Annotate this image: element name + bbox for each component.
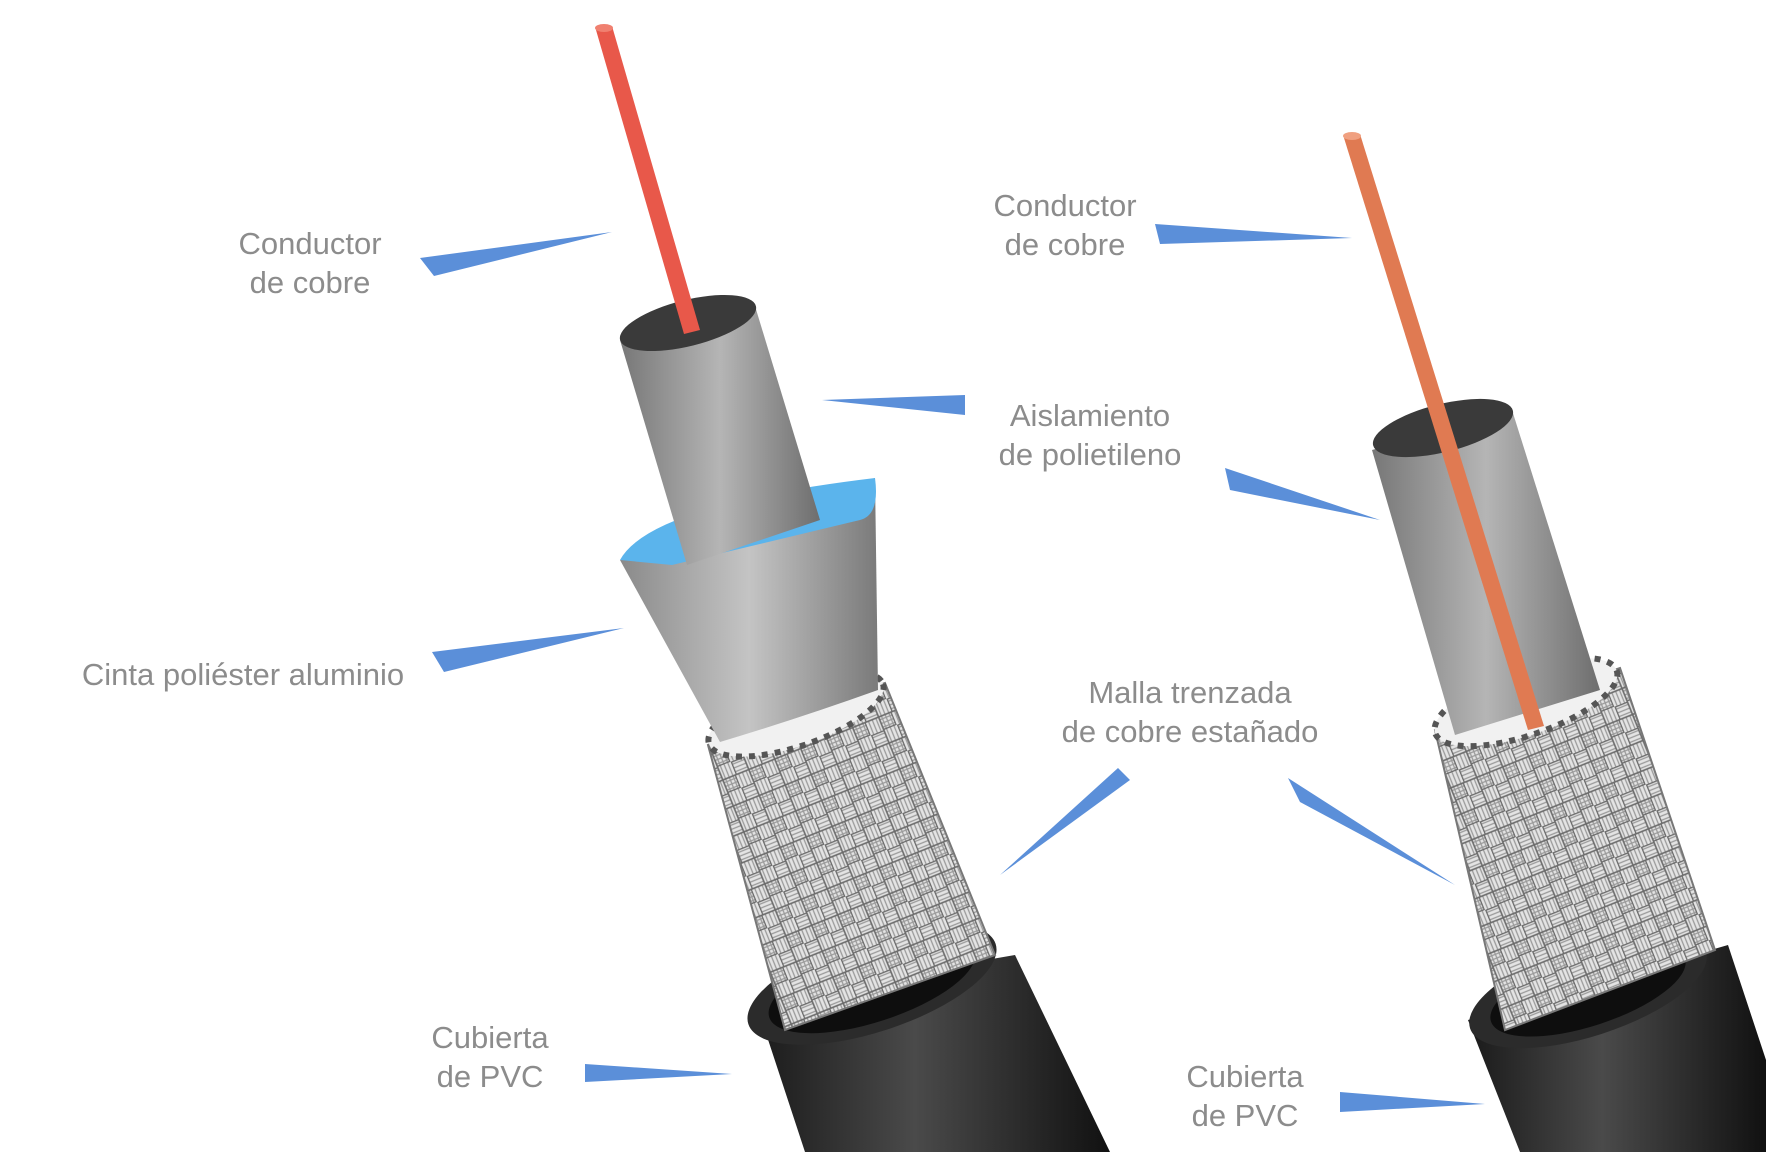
right-cable — [1155, 132, 1766, 1152]
label-insulation: Aislamiento de polietileno — [985, 396, 1195, 474]
label-line: Aislamiento — [1009, 398, 1171, 433]
label-line: de cobre — [249, 265, 371, 300]
label-line: de polietileno — [998, 437, 1182, 472]
label-line: Cubierta — [1186, 1059, 1304, 1094]
label-line: de PVC — [1191, 1098, 1299, 1133]
pointer-foil-tape — [432, 628, 624, 672]
left-cable — [420, 24, 1130, 1152]
label-line: de cobre — [1004, 227, 1126, 262]
pointer-right-insulation — [1225, 468, 1380, 520]
label-right-conductor: Conductor de cobre — [980, 186, 1150, 264]
label-line: Cinta poliéster aluminio — [81, 657, 405, 692]
pointer-left-jacket — [585, 1064, 732, 1082]
label-line: de cobre estañado — [1061, 714, 1319, 749]
pointer-left-conductor — [420, 232, 612, 276]
right-pvc-jacket — [1468, 945, 1766, 1152]
pointer-left-braid — [1000, 768, 1130, 875]
pointer-left-insulation — [822, 395, 965, 415]
pointer-right-conductor — [1155, 224, 1352, 244]
label-left-conductor: Conductor de cobre — [225, 224, 395, 302]
left-pe-insulation — [620, 306, 820, 565]
label-left-jacket: Cubierta de PVC — [410, 1018, 570, 1096]
label-line: Malla trenzada — [1088, 675, 1292, 710]
label-line: de PVC — [436, 1059, 544, 1094]
label-right-jacket: Cubierta de PVC — [1165, 1057, 1325, 1135]
pointer-right-braid — [1288, 778, 1455, 885]
right-copper-conductor — [1344, 134, 1544, 730]
label-foil-tape: Cinta poliéster aluminio — [68, 655, 418, 694]
pointer-right-jacket — [1340, 1092, 1485, 1112]
left-copper-conductor — [596, 26, 700, 334]
label-line: Conductor — [993, 188, 1137, 223]
label-braid: Malla trenzada de cobre estañado — [1040, 673, 1340, 751]
label-line: Cubierta — [431, 1020, 549, 1055]
label-line: Conductor — [238, 226, 382, 261]
